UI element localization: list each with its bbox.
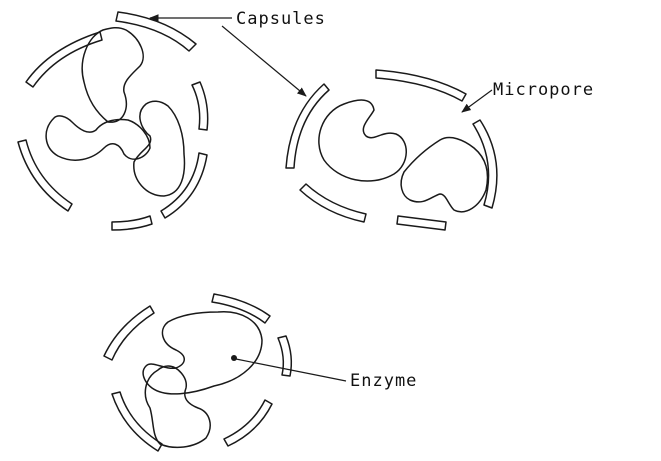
capsule-wall-segment xyxy=(224,400,272,446)
capsule-wall-segment xyxy=(112,392,162,451)
enzyme-molecule xyxy=(145,366,210,447)
capsule-three-enzymes xyxy=(18,12,208,230)
capsules-leader-arrow-2 xyxy=(222,26,306,96)
enzyme-label: Enzyme xyxy=(350,371,417,391)
capsule-wall-segment xyxy=(18,140,72,211)
capsule-wall-segment xyxy=(112,216,152,230)
capsule-bottom xyxy=(104,294,291,451)
enzyme-pointer-dot xyxy=(231,355,237,361)
capsule-wall-segment xyxy=(397,216,446,230)
enzyme-molecule xyxy=(319,100,406,181)
capsule-wall-segment xyxy=(376,70,466,101)
capsules-label: Capsules xyxy=(236,9,326,29)
capsule-wall-segment xyxy=(300,184,366,222)
capsule-wall-segment xyxy=(104,306,154,360)
micropore-leader-arrow xyxy=(462,90,492,112)
enzyme-molecule xyxy=(143,312,262,394)
enzyme-molecule xyxy=(46,116,150,160)
enzyme-molecule xyxy=(134,101,185,196)
enzyme-molecule xyxy=(401,138,487,212)
capsule-wall-segment xyxy=(212,294,270,323)
micropore-label: Micropore xyxy=(493,80,594,100)
capsule-two-enzymes xyxy=(286,70,497,230)
capsule-wall-segment xyxy=(192,82,208,130)
